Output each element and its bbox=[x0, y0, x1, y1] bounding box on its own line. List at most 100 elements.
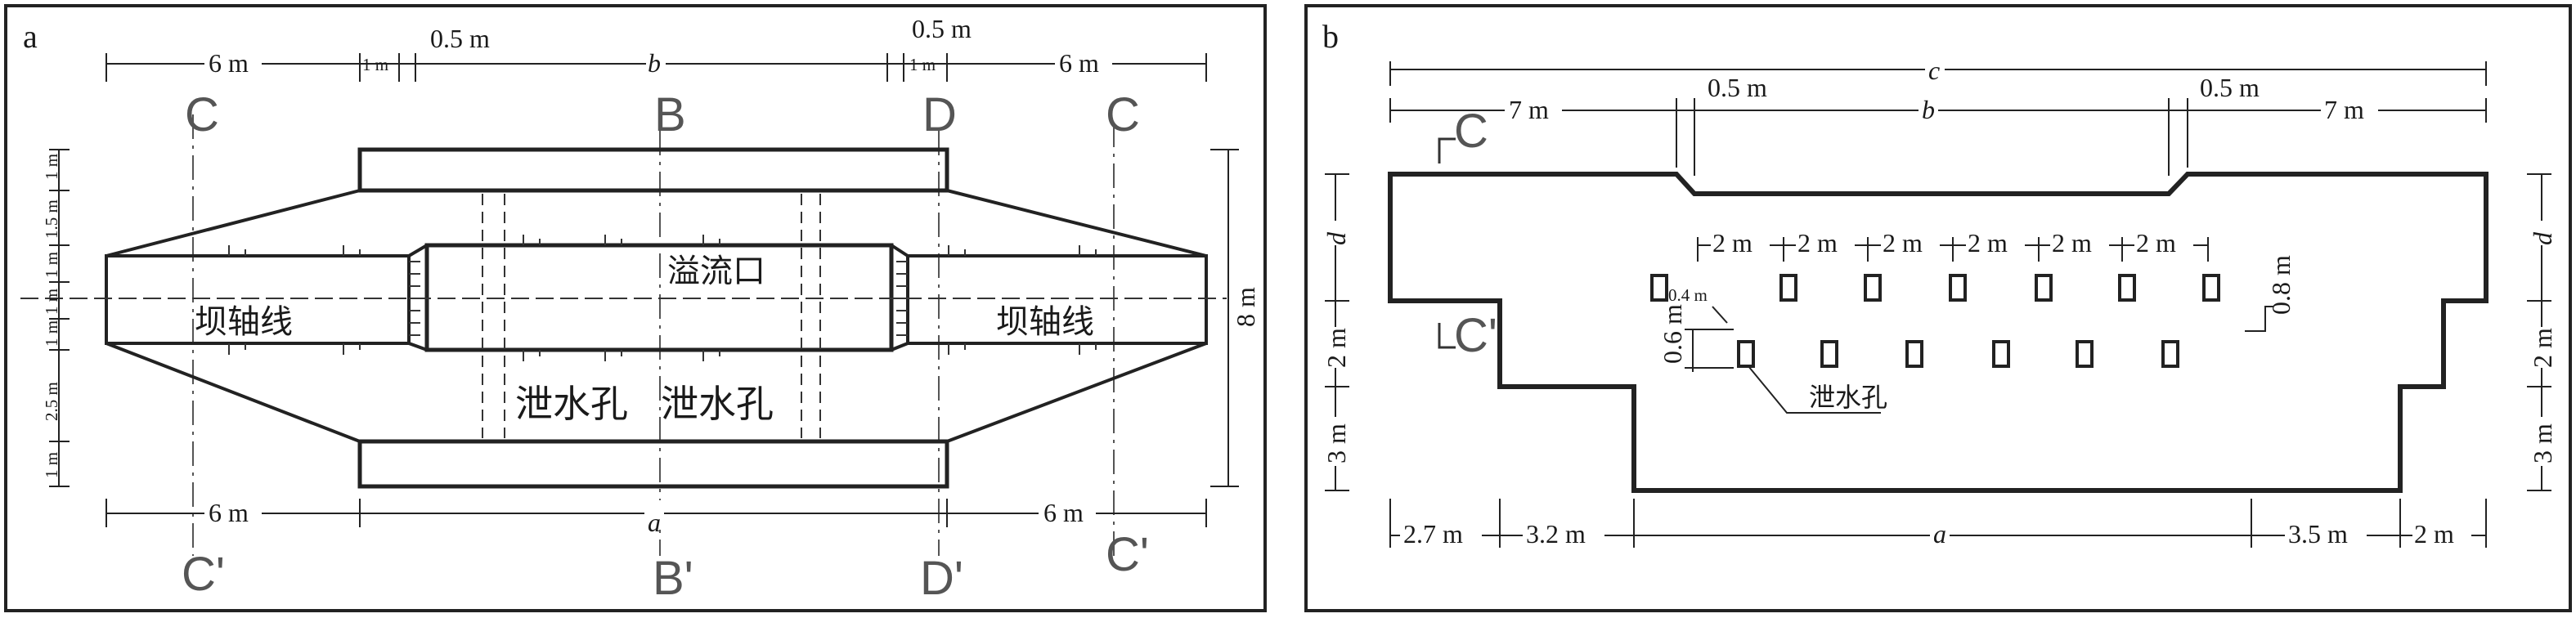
drain-label-right: 泄水孔 bbox=[661, 382, 774, 426]
dam-axis-label-right: 坝轴线 bbox=[996, 303, 1094, 341]
section-b-bot: B' bbox=[653, 552, 693, 605]
overflow-label: 溢流口 bbox=[667, 253, 765, 290]
section-c-bot-left: C' bbox=[182, 548, 225, 601]
section-c-prime-label: C' bbox=[1454, 309, 1497, 362]
left-dimension-a bbox=[49, 149, 70, 487]
bottom-dim-a: a bbox=[648, 508, 661, 537]
svg-text:1.5 m: 1.5 m bbox=[42, 199, 61, 239]
top-dim-1m-right: 1 m bbox=[909, 55, 936, 74]
panel-b-letter: b bbox=[1322, 18, 1339, 55]
drain-hole bbox=[1737, 340, 1755, 368]
bottom-dim-6m-right: 6 m bbox=[1043, 498, 1084, 527]
section-c-prime-marker bbox=[1438, 323, 1456, 349]
hole-spacing-dims bbox=[1697, 237, 2209, 262]
svg-text:1 m: 1 m bbox=[42, 289, 61, 315]
drain-hole bbox=[2076, 340, 2094, 368]
drain-hole bbox=[1650, 274, 1668, 302]
step-connector-right bbox=[890, 244, 909, 352]
left-block bbox=[105, 254, 411, 345]
svg-text:1 m: 1 m bbox=[42, 320, 61, 347]
drain-hole bbox=[2118, 274, 2136, 302]
right-dim-d: d bbox=[2528, 231, 2557, 245]
upper-dam-block bbox=[357, 147, 949, 193]
top-dim-0-5m-left: 0.5 m bbox=[430, 24, 490, 53]
bottom-dim-3-2m: 3.2 m bbox=[1526, 519, 1586, 549]
section-c-marker bbox=[1438, 137, 1456, 163]
dam-profile-outline bbox=[1388, 172, 2488, 493]
svg-text:1 m: 1 m bbox=[42, 252, 61, 278]
drain-holes-bottom bbox=[1737, 340, 2179, 368]
hole-offset-leader bbox=[2245, 306, 2273, 332]
right-dim-3m: 3 m bbox=[2528, 423, 2557, 464]
hole-spacing-1: 2 m bbox=[1712, 228, 1752, 258]
drain-hole bbox=[1949, 274, 1967, 302]
hole-spacing-3: 2 m bbox=[1883, 228, 1923, 258]
top-dim-b: b bbox=[648, 48, 661, 78]
section-d-top: D bbox=[922, 88, 957, 141]
drain-hole bbox=[1905, 340, 1923, 368]
hole-height-dim-lines bbox=[1685, 329, 1734, 372]
top-dim-6m-right: 6 m bbox=[1059, 48, 1099, 78]
svg-text:2.5 m: 2.5 m bbox=[42, 382, 61, 421]
lower-dam-block bbox=[357, 439, 949, 489]
drain-label: 泄水孔 bbox=[1809, 382, 1887, 413]
hole-width-dim: 0.4 m bbox=[1668, 285, 1708, 305]
left-dim-3m: 3 m bbox=[1322, 423, 1351, 464]
drain-hole bbox=[1820, 340, 1838, 368]
left-dim-2m: 2 m bbox=[1322, 328, 1351, 368]
drain-hole bbox=[2161, 340, 2179, 368]
left-dim-d: d bbox=[1322, 231, 1351, 245]
bottom-dim-3-5m: 3.5 m bbox=[2288, 519, 2348, 549]
hole-height-dim: 0.6 m bbox=[1658, 304, 1687, 364]
right-dimension-a bbox=[1210, 149, 1239, 487]
drain-hole bbox=[1779, 274, 1797, 302]
drain-dashed-lines bbox=[482, 194, 821, 438]
bottom-dim-6m-left: 6 m bbox=[209, 498, 249, 527]
hole-offset-dim: 0.8 m bbox=[2266, 255, 2296, 315]
dam-axis-label-left: 坝轴线 bbox=[195, 303, 293, 341]
hole-spacing-4: 2 m bbox=[1968, 228, 2008, 258]
section-b-top: B bbox=[654, 88, 686, 141]
section-c-top-left: C bbox=[185, 88, 219, 141]
top-dim-0-5m-right: 0.5 m bbox=[912, 14, 972, 43]
drain-hole bbox=[2202, 274, 2220, 302]
section-d-bot: D' bbox=[920, 552, 963, 605]
top-dim-7m-left: 7 m bbox=[1509, 95, 1549, 124]
left-dim-labels-a: 1 m 1.5 m 1 m 1 m 1 m 2.5 m 1 m bbox=[42, 154, 61, 478]
top-dim-c: c bbox=[1928, 56, 1940, 85]
right-block bbox=[906, 254, 1208, 345]
svg-text:1 m: 1 m bbox=[42, 452, 61, 478]
top-dim-0-5m-right: 0.5 m bbox=[2200, 73, 2260, 102]
section-c-bot-right: C' bbox=[1106, 528, 1149, 581]
drain-hole bbox=[2035, 274, 2053, 302]
top-dim-0-5m-left: 0.5 m bbox=[1708, 73, 1767, 102]
svg-text:1 m: 1 m bbox=[42, 154, 61, 180]
bottom-dim-a: a bbox=[1933, 519, 1946, 549]
bottom-dim-2-7m: 2.7 m bbox=[1403, 519, 1463, 549]
section-c-top-right: C bbox=[1106, 88, 1140, 141]
section-lines bbox=[192, 114, 1115, 556]
top-dim-6m-left: 6 m bbox=[209, 48, 249, 78]
drain-hole bbox=[1992, 340, 2010, 368]
drain-leader bbox=[1748, 365, 1881, 414]
panel-b-frame bbox=[1304, 4, 2572, 612]
panel-a: a bbox=[4, 4, 1267, 612]
step-connector-left bbox=[407, 244, 429, 352]
panel-a-frame bbox=[4, 4, 1267, 612]
hole-spacing-6: 2 m bbox=[2136, 228, 2176, 258]
drain-label-left: 泄水孔 bbox=[515, 382, 628, 426]
panel-a-letter: a bbox=[23, 18, 38, 55]
hole-spacing-5: 2 m bbox=[2052, 228, 2092, 258]
hole-spacing-2: 2 m bbox=[1797, 228, 1838, 258]
section-c-label: C bbox=[1454, 105, 1488, 158]
top-dim-b: b bbox=[1922, 95, 1935, 124]
drain-holes-top bbox=[1650, 274, 2220, 302]
bottom-dim-2m: 2 m bbox=[2414, 519, 2454, 549]
right-dim-8m: 8 m bbox=[1231, 287, 1260, 327]
top-dim-1m-left: 1 m bbox=[362, 55, 388, 74]
top-dim-7m-right: 7 m bbox=[2324, 95, 2364, 124]
drain-hole bbox=[1864, 274, 1882, 302]
panel-b: b C C' bbox=[1304, 4, 2572, 612]
right-dim-2m: 2 m bbox=[2528, 328, 2557, 368]
